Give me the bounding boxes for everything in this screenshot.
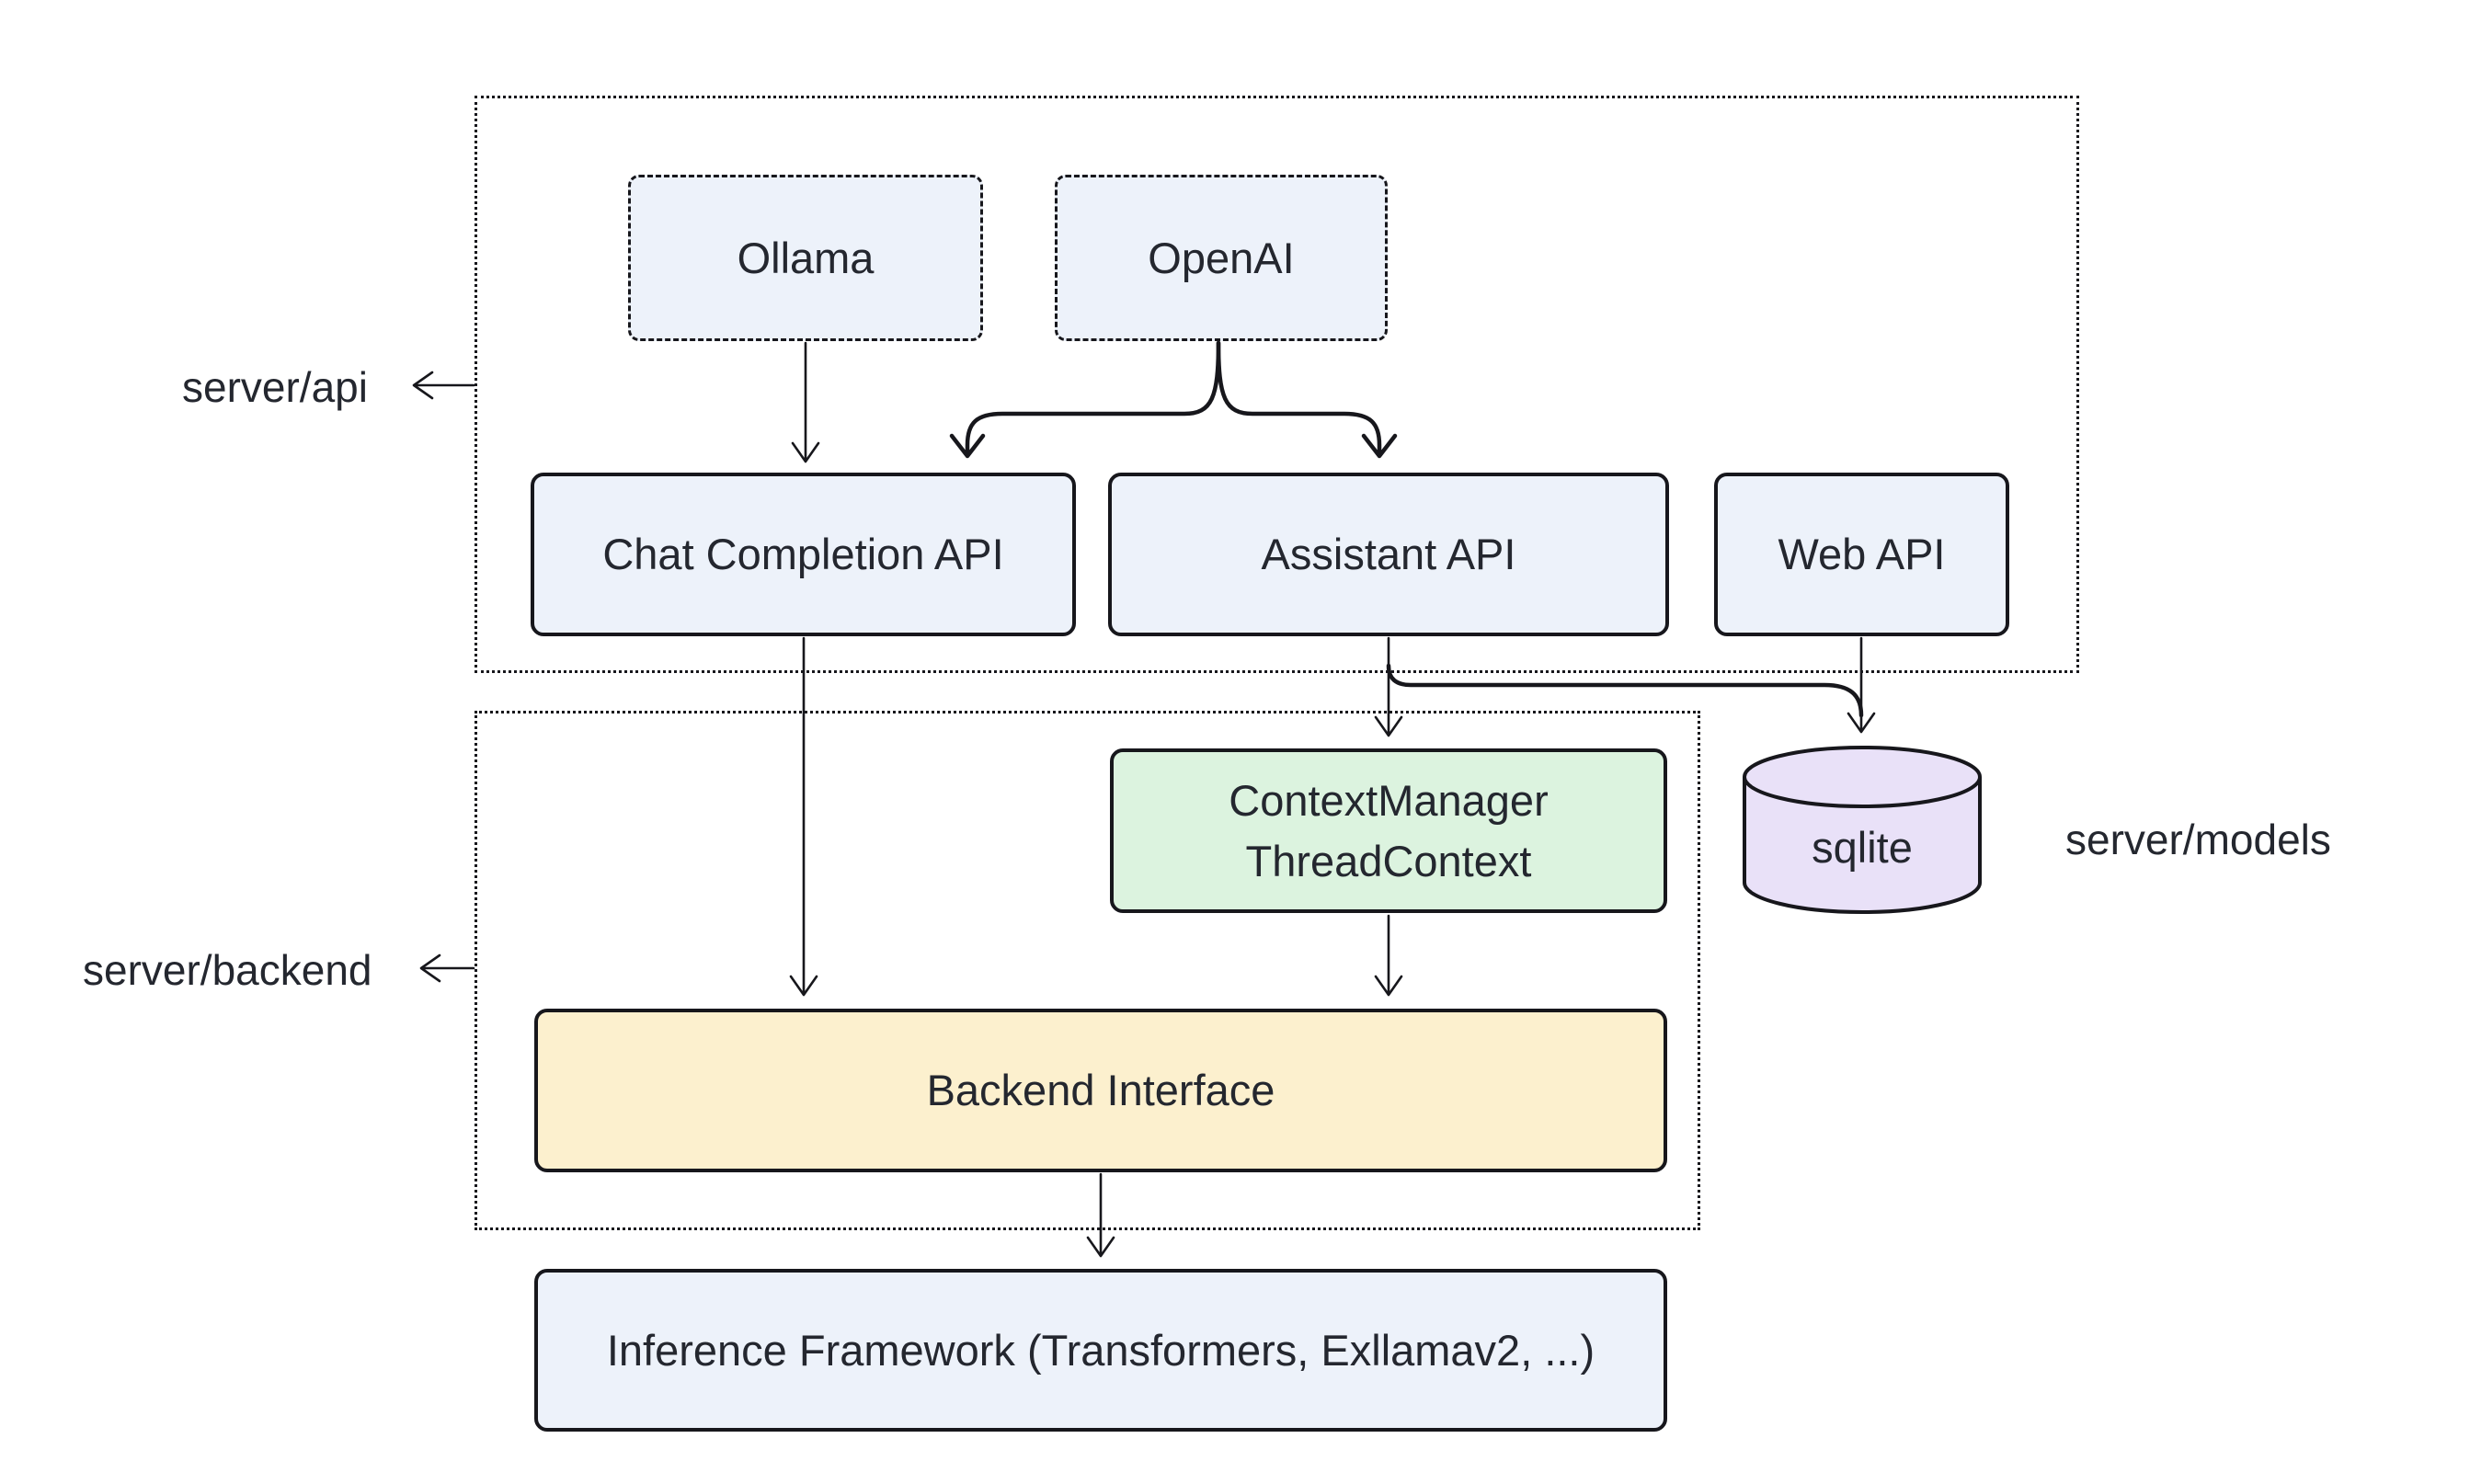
node-web-api: Web API [1714,473,2009,636]
node-openai: OpenAI [1055,175,1388,341]
arrow-server-api [412,371,475,400]
node-backend-interface-label: Backend Interface [926,1066,1275,1115]
label-server-backend: server/backend [83,946,372,994]
edge-openai-assistant [1216,340,1398,459]
node-openai-label: OpenAI [1148,233,1295,282]
node-inference-framework: Inference Framework (Transformers, Exlla… [534,1269,1667,1432]
node-assistant-api-label: Assistant API [1261,530,1516,579]
sqlite-cylinder-body [1743,777,1982,914]
sqlite-label: sqlite [1812,823,1913,872]
arrow-server-backend [419,953,475,983]
edge-ollama-chat [791,341,820,463]
node-context-manager-line2: ThreadContext [1245,836,1532,885]
edge-assistant-context [1374,636,1403,737]
label-server-api: server/api [182,363,368,411]
node-ollama: Ollama [628,175,983,341]
node-context-manager: ContextManager ThreadContext [1110,748,1667,913]
edge-backend-inference [1086,1172,1115,1258]
node-chat-completion-api: Chat Completion API [531,473,1076,636]
label-server-models: server/models [2065,816,2331,863]
node-assistant-api: Assistant API [1108,473,1669,636]
server-api-container [475,96,2079,673]
edge-web-sqlite [1847,636,1876,734]
edge-openai-chat [949,340,1221,459]
node-inference-framework-label: Inference Framework (Transformers, Exlla… [606,1325,1595,1375]
node-web-api-label: Web API [1778,530,1946,579]
edge-context-backend [1374,914,1403,997]
node-backend-interface: Backend Interface [534,1009,1667,1172]
node-context-manager-line1: ContextManager [1229,775,1549,825]
node-ollama-label: Ollama [737,233,875,282]
node-sqlite: sqlite [1743,746,1982,914]
edge-chat-backend [789,636,818,997]
edge-assistant-sqlite [1386,663,1864,718]
server-backend-container [475,711,1700,1230]
node-chat-completion-api-label: Chat Completion API [602,530,1004,579]
sqlite-cylinder-top [1743,746,1982,808]
